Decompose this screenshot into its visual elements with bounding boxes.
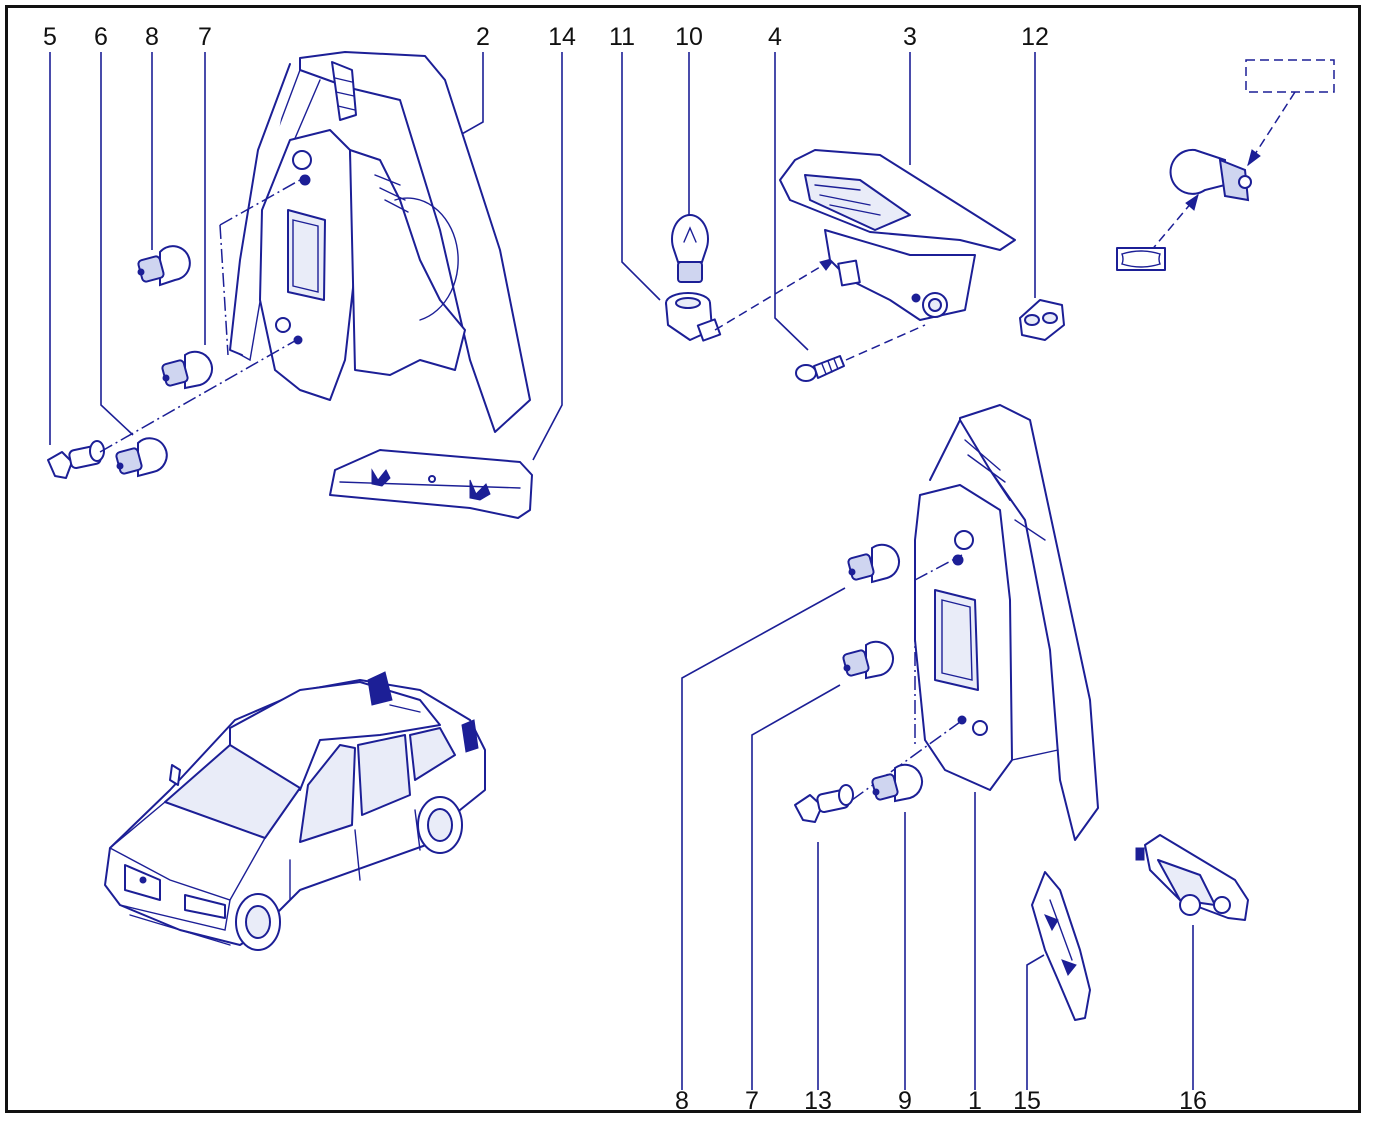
bulb-9 — [871, 763, 923, 803]
bulb-detail-inset — [1116, 59, 1335, 271]
assembly-axis-right-3 — [851, 721, 961, 801]
assembly-axis-socket — [714, 257, 836, 331]
side-marker-15 — [1031, 871, 1091, 1021]
grommet-12 — [1019, 299, 1065, 341]
wing-nut-5 — [47, 440, 105, 479]
assembly-axis-left-3 — [219, 224, 229, 356]
socket-11 — [665, 292, 722, 342]
bulb-7-top — [161, 350, 213, 390]
rear-lamp-housing-left — [229, 51, 531, 433]
bulb-10 — [671, 214, 709, 283]
callout-12: 12 — [1021, 23, 1049, 51]
callout-1: 1 — [968, 1087, 982, 1115]
bulb-6 — [115, 437, 168, 478]
callout-5: 5 — [43, 23, 57, 51]
callout-3: 3 — [903, 23, 917, 51]
callout-8-top: 8 — [145, 23, 159, 51]
bulb-8-bottom — [847, 543, 900, 584]
callout-15: 15 — [1013, 1087, 1041, 1115]
screw-axis — [845, 324, 926, 361]
callout-16: 16 — [1179, 1087, 1207, 1115]
callout-7-top: 7 — [198, 23, 212, 51]
side-reflector-strip — [329, 449, 533, 519]
callout-2: 2 — [476, 23, 490, 51]
assembly-axis-right-1 — [914, 554, 963, 581]
callout-8-bottom: 8 — [675, 1087, 689, 1115]
callout-13: 13 — [804, 1087, 832, 1115]
sedan-car-illustration — [104, 671, 486, 951]
callout-labels-top: 5 6 8 7 2 14 11 10 4 3 12 — [43, 23, 1049, 51]
wing-nut-13 — [794, 784, 854, 823]
screw-4 — [795, 355, 845, 382]
callout-14: 14 — [548, 23, 576, 51]
callout-10: 10 — [675, 23, 703, 51]
callout-11: 11 — [609, 23, 635, 51]
callout-6: 6 — [94, 23, 108, 51]
rear-lamp-housing-right — [914, 404, 1099, 841]
bulb-8-top — [137, 245, 191, 287]
lamp-unit-3 — [779, 149, 1016, 321]
callout-9: 9 — [898, 1087, 912, 1115]
callout-labels-bottom: 8 7 13 9 1 15 16 — [675, 1087, 1207, 1115]
assembly-axis-left-2 — [219, 179, 301, 226]
callout-4: 4 — [768, 23, 782, 51]
lamp-housing-16 — [1135, 834, 1249, 921]
bulb-7-bottom — [842, 640, 894, 680]
assembly-axis-left-1 — [99, 337, 301, 453]
leader-lines — [49, 52, 1194, 1090]
callout-7-bottom: 7 — [745, 1087, 759, 1115]
